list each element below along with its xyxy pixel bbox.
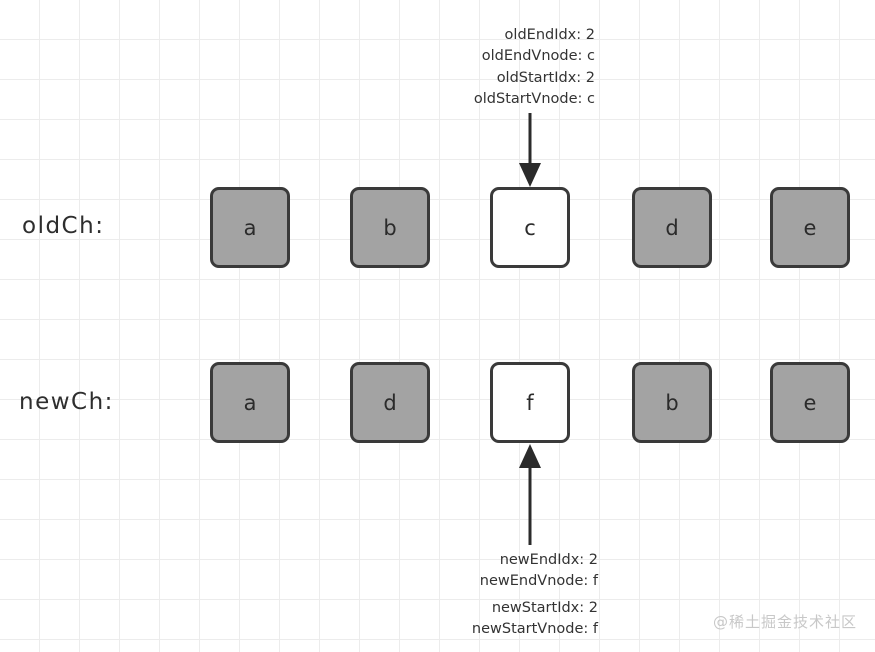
newch-node-0[interactable]: a [210, 362, 290, 443]
old-start-idx-text: oldStartIdx: 2 [496, 70, 595, 86]
new-start-idx-text: newStartIdx: 2 [491, 600, 598, 616]
node-value: b [383, 215, 397, 240]
old-end-idx-text: oldEndIdx: 2 [504, 27, 595, 43]
new-end-vnode-text: newEndVnode: f [479, 573, 598, 589]
new-start-vnode-text: newStartVnode: f [471, 621, 598, 637]
node-value: d [665, 215, 679, 240]
node-value: e [803, 215, 817, 240]
node-value: d [383, 390, 397, 415]
node-value: f [526, 390, 534, 415]
oldch-node-4[interactable]: e [770, 187, 850, 268]
newch-node-1[interactable]: d [350, 362, 430, 443]
node-value: a [243, 215, 257, 240]
newch-node-2[interactable]: f [490, 362, 570, 443]
oldch-node-2[interactable]: c [490, 187, 570, 268]
oldch-node-1[interactable]: b [350, 187, 430, 268]
row-label-oldch: oldCh: [22, 213, 105, 239]
row-label-newch: newCh: [19, 389, 114, 415]
new-end-idx-text: newEndIdx: 2 [499, 552, 598, 568]
node-value: e [803, 390, 817, 415]
arrow-up-to-newch-f [519, 444, 541, 545]
annotation-new-start: newStartIdx: 2 newStartVnode: f [472, 598, 598, 640]
annotation-old-end: oldEndIdx: 2 oldEndVnode: c [482, 25, 595, 67]
old-end-vnode-text: oldEndVnode: c [481, 48, 595, 64]
oldch-node-0[interactable]: a [210, 187, 290, 268]
annotation-new-end: newEndIdx: 2 newEndVnode: f [480, 550, 598, 592]
arrow-down-to-oldch-c [519, 113, 541, 187]
node-value: b [665, 390, 679, 415]
newch-node-4[interactable]: e [770, 362, 850, 443]
annotation-old-start: oldStartIdx: 2 oldStartVnode: c [474, 68, 595, 110]
oldch-node-3[interactable]: d [632, 187, 712, 268]
old-start-vnode-text: oldStartVnode: c [473, 91, 595, 107]
node-value: c [524, 215, 536, 240]
newch-node-3[interactable]: b [632, 362, 712, 443]
node-value: a [243, 390, 257, 415]
watermark: @稀土掘金技术社区 [712, 613, 857, 631]
